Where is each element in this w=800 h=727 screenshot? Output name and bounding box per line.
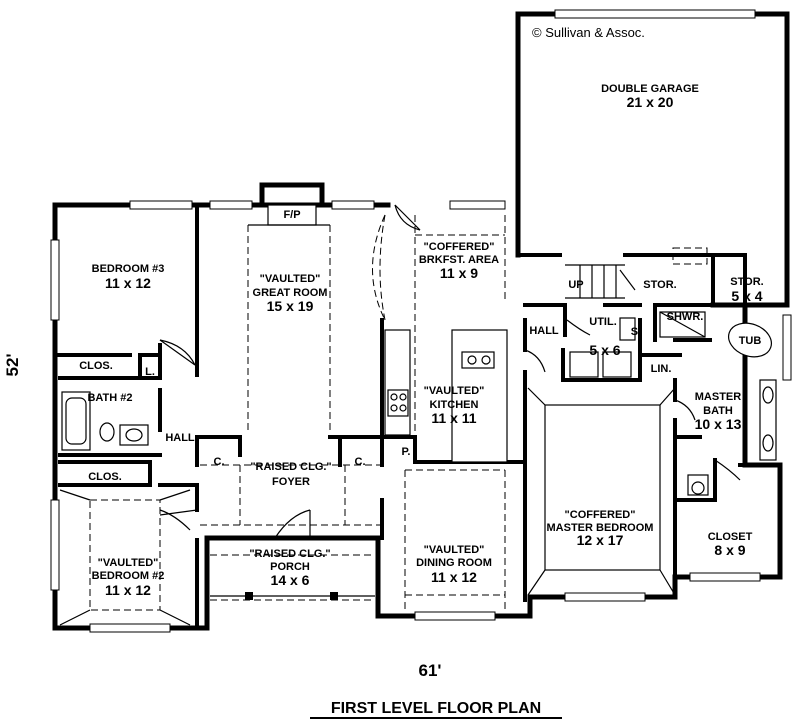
porch-name1: "RAISED CLG." <box>249 548 330 560</box>
breakfast-name2: BRKFST. AREA <box>419 254 499 266</box>
coat2-label: C. <box>355 456 366 468</box>
labels: © Sullivan & Assoc. DOUBLE GARAGE 21 x 2… <box>3 25 764 719</box>
linen-left-label: L. <box>145 366 155 378</box>
utility-name: UTIL. <box>589 316 617 328</box>
plan-title: FIRST LEVEL FLOOR PLAN <box>331 700 541 717</box>
windows <box>50 9 792 633</box>
hall-left-label: HALL <box>165 432 195 444</box>
closet-left-label: CLOS. <box>79 360 113 372</box>
fixtures <box>61 204 777 600</box>
coat1-label: C. <box>214 456 225 468</box>
width-dimension: 61' <box>419 661 442 680</box>
master-bedroom-name2: MASTER BEDROOM <box>547 522 654 534</box>
storage2-size: 5 x 4 <box>731 288 762 304</box>
great-room-name1: "VAULTED" <box>260 273 321 285</box>
dining-size: 11 x 12 <box>431 569 477 585</box>
bath2-label: BATH #2 <box>87 392 132 404</box>
storage2-name: STOR. <box>730 276 763 288</box>
kitchen-name2: KITCHEN <box>430 399 479 411</box>
storage1-label: STOR. <box>643 279 676 291</box>
garage-size: 21 x 20 <box>627 94 674 110</box>
master-bath-name1: MASTER <box>695 391 742 403</box>
up-label: UP <box>568 279 583 291</box>
copyright-text: © Sullivan & Assoc. <box>532 25 645 40</box>
linen-label: LIN. <box>651 363 672 375</box>
bedroom3-name: BEDROOM #3 <box>92 263 165 275</box>
pantry-label: P. <box>402 446 411 458</box>
utility-size: 5 x 6 <box>589 342 620 358</box>
bedroom2-size: 11 x 12 <box>105 582 151 598</box>
kitchen-size: 11 x 11 <box>431 410 476 426</box>
closet-master-name: CLOSET <box>708 531 753 543</box>
hall-right-label: HALL <box>529 325 559 337</box>
ceiling-lines <box>59 214 676 626</box>
foyer-name2: FOYER <box>272 476 310 488</box>
breakfast-size: 11 x 9 <box>440 265 478 281</box>
great-room-name2: GREAT ROOM <box>253 287 328 299</box>
master-bath-name2: BATH <box>703 405 733 417</box>
bedroom2-name1: "VAULTED" <box>98 557 159 569</box>
foyer-name1: "RAISED CLG." <box>250 461 331 473</box>
master-bedroom-name1: "COFFERED" <box>565 509 636 521</box>
master-bedroom-size: 12 x 17 <box>577 532 624 548</box>
sink-label: S. <box>631 326 641 338</box>
great-room-size: 15 x 19 <box>267 298 314 314</box>
shower-label: SHWR. <box>667 311 704 323</box>
stairs-icon <box>565 264 625 299</box>
master-bath-size: 10 x 13 <box>695 416 742 432</box>
porch-name2: PORCH <box>270 561 310 573</box>
porch-size: 14 x 6 <box>271 572 310 588</box>
interior-walls <box>53 203 782 630</box>
closet-master-size: 8 x 9 <box>714 542 745 558</box>
dining-name2: DINING ROOM <box>416 557 492 569</box>
closet-b2-label: CLOS. <box>88 471 122 483</box>
depth-dimension: 52' <box>3 354 22 377</box>
kitchen-name1: "VAULTED" <box>424 385 485 397</box>
bedroom2-name2: BEDROOM #2 <box>92 570 165 582</box>
dining-name1: "VAULTED" <box>424 544 485 556</box>
breakfast-name1: "COFFERED" <box>424 241 495 253</box>
bedroom3-size: 11 x 12 <box>105 275 151 291</box>
garage-name: DOUBLE GARAGE <box>601 83 699 95</box>
tub-label: TUB <box>739 335 762 347</box>
fireplace-label: F/P <box>283 209 300 221</box>
